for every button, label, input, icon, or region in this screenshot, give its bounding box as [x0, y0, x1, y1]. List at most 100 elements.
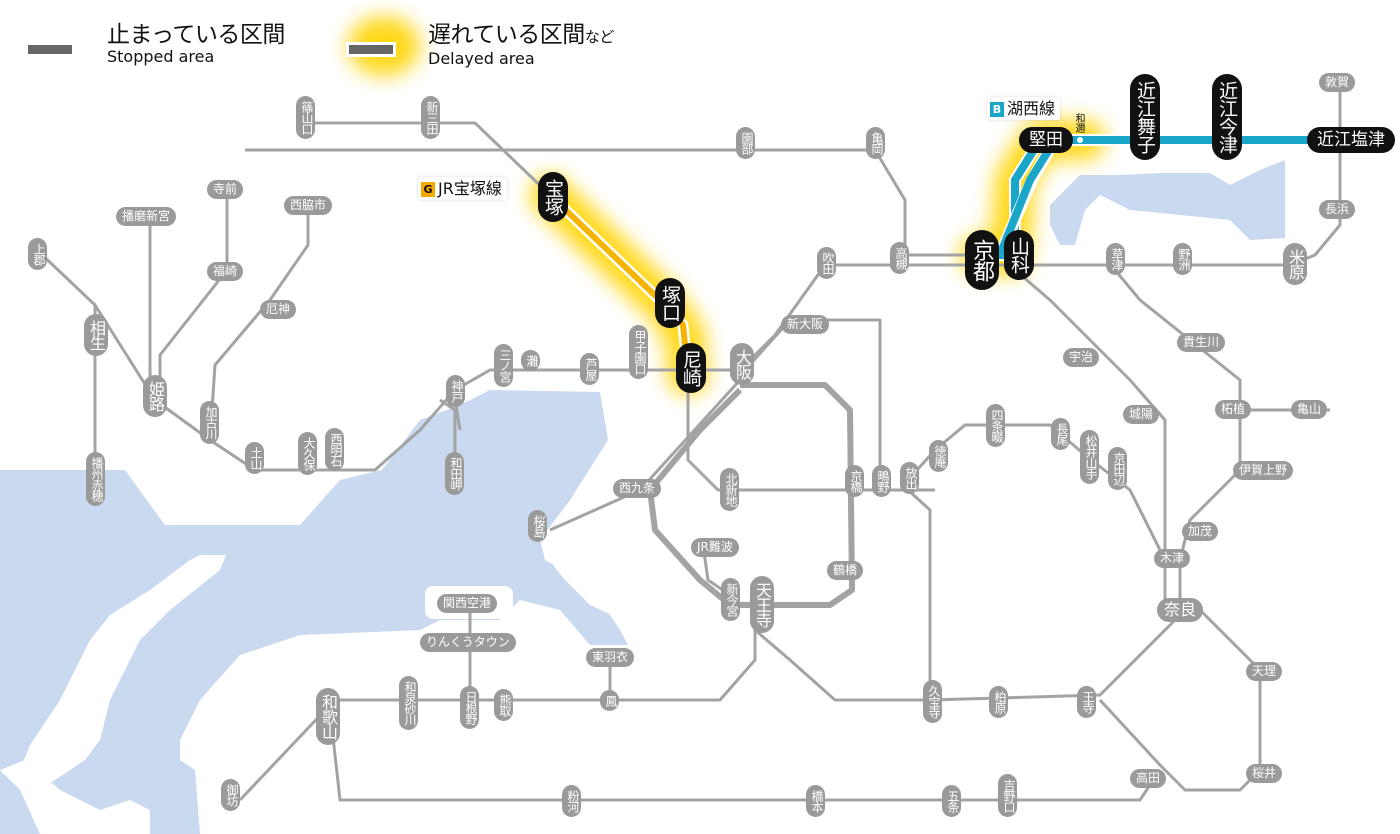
station-kakogawa[interactable]: 加古川	[200, 401, 219, 444]
station-shigino[interactable]: 鴫野	[872, 465, 891, 497]
station-nagao[interactable]: 長尾	[1051, 418, 1070, 450]
station-kyotanabe[interactable]: 京田辺	[1108, 447, 1127, 490]
legend-delayed-jp: 遅れている区間	[428, 22, 585, 48]
station-hanaten[interactable]: 放出	[900, 462, 919, 494]
station-kumatori[interactable]: 熊取	[494, 689, 513, 721]
legend-stopped-en: Stopped area	[107, 47, 215, 66]
station-tsukaguchi[interactable]: 塚口	[655, 278, 685, 328]
station-oji[interactable]: 王寺	[1077, 686, 1096, 718]
station-harimashingu[interactable]: 播磨新宮	[116, 207, 177, 226]
station-hineno[interactable]: 日根野	[460, 686, 479, 729]
station-wani[interactable]: 和邇	[1073, 113, 1084, 133]
station-banshuako[interactable]: 播州赤穂	[86, 452, 105, 506]
station-gobo[interactable]: 御坊	[221, 779, 240, 811]
station-nara[interactable]: 奈良	[1157, 598, 1204, 622]
station-fukusaki[interactable]: 福崎	[207, 262, 244, 281]
station-yakujin[interactable]: 厄神	[260, 300, 297, 319]
osaka-bay	[0, 390, 628, 834]
bay-island	[20, 555, 226, 790]
station-joyo[interactable]: 城陽	[1123, 405, 1160, 424]
station-tsuge[interactable]: 柘植	[1215, 400, 1252, 419]
station-hashimoto[interactable]: 橋本	[806, 785, 825, 817]
station-shinosaka[interactable]: 新大阪	[781, 315, 830, 334]
station-kokawa[interactable]: 粉河	[562, 785, 581, 817]
legend-stopped-swatch	[28, 45, 72, 54]
station-aioi[interactable]: 相生	[84, 314, 108, 356]
legend-stopped: 止まっている区間 Stopped area	[107, 22, 285, 66]
station-kameyama[interactable]: 亀山	[1291, 400, 1328, 419]
station-kizu[interactable]: 木津	[1154, 549, 1191, 568]
station-omimaiko[interactable]: 近江舞子	[1130, 74, 1160, 160]
station-wadamisaki[interactable]: 和田岬	[445, 452, 464, 495]
port-island	[553, 560, 625, 615]
station-yamashina[interactable]: 山科	[1004, 230, 1034, 280]
station-higashihagoromo[interactable]: 東羽衣	[586, 648, 635, 667]
station-tsuruga[interactable]: 敦賀	[1319, 73, 1356, 92]
station-kyobashi[interactable]: 京橋	[845, 465, 864, 497]
station-kamo[interactable]: 加茂	[1182, 522, 1219, 541]
station-kashiwara[interactable]: 柏原	[989, 686, 1008, 718]
station-otori[interactable]: 鳳	[600, 690, 619, 711]
station-izumisunagawa[interactable]: 和泉砂川	[399, 676, 418, 730]
station-kansaiairport[interactable]: 関西空港	[437, 594, 498, 613]
station-himeji[interactable]: 姫路	[143, 375, 167, 417]
station-jrnamba[interactable]: JR難波	[691, 538, 739, 557]
station-kyuhoji[interactable]: 久宝寺	[923, 680, 942, 723]
station-sannomiya[interactable]: 三ノ宮	[494, 344, 513, 387]
station-ashiya[interactable]: 芦屋	[580, 353, 599, 385]
station-nishikujo[interactable]: 西九条	[613, 479, 662, 498]
station-igaueno[interactable]: 伊賀上野	[1233, 461, 1294, 480]
station-sonobe[interactable]: 園部	[736, 127, 755, 159]
station-suita[interactable]: 吹田	[817, 247, 836, 279]
station-omiimazu[interactable]: 近江今津	[1212, 74, 1242, 160]
station-tokuan[interactable]: 徳庵	[929, 440, 948, 472]
station-sakurajima[interactable]: 桜島	[528, 510, 547, 542]
station-nishiakashi[interactable]: 西明石	[325, 428, 344, 471]
station-sasayamaguchi[interactable]: 篠山口	[296, 96, 315, 139]
station-tenri[interactable]: 天理	[1246, 662, 1283, 681]
station-tsuruhashi[interactable]: 鶴橋	[827, 561, 864, 580]
station-yoshinoguchi[interactable]: 吉野口	[998, 774, 1017, 817]
station-takatsuki[interactable]: 高槻	[890, 242, 909, 274]
station-koshienguchi[interactable]: 甲子園口	[629, 325, 648, 379]
station-uji[interactable]: 宇治	[1063, 348, 1100, 367]
station-nishiwakishi[interactable]: 西脇市	[284, 196, 333, 215]
station-kobe[interactable]: 神戸	[446, 375, 465, 407]
station-shinsanda[interactable]: 新三田	[421, 96, 440, 139]
legend-delayed-en: Delayed area	[428, 49, 535, 68]
station-wakayama[interactable]: 和歌山	[316, 688, 340, 745]
station-gojo[interactable]: 五条	[942, 785, 961, 817]
station-rinkutown[interactable]: りんくうタウン	[420, 633, 516, 652]
station-nagahama[interactable]: 長浜	[1319, 200, 1356, 219]
station-kamigori[interactable]: 上郡	[28, 238, 47, 270]
station-kitashinchi[interactable]: 北新地	[720, 468, 739, 511]
station-maibara[interactable]: 米原	[1283, 243, 1307, 285]
station-kibukawa[interactable]: 貴生川	[1177, 333, 1226, 352]
station-doyama[interactable]: 土山	[245, 442, 264, 474]
station-nada[interactable]: 灘	[521, 350, 540, 371]
station-shijonawate[interactable]: 四条畷	[986, 404, 1005, 447]
station-tennoji[interactable]: 天王寺	[750, 576, 774, 633]
station-matsuiyamate[interactable]: 松井山手	[1080, 430, 1099, 484]
station-kyoto[interactable]: 京都	[965, 230, 999, 290]
legend-stopped-jp: 止まっている区間	[107, 22, 285, 48]
station-omishiotsu[interactable]: 近江塩津	[1307, 127, 1395, 153]
station-okubo[interactable]: 大久保	[298, 432, 317, 475]
station-kameoka[interactable]: 亀岡	[866, 127, 885, 159]
station-sakurai[interactable]: 桜井	[1246, 764, 1283, 783]
station-takada[interactable]: 高田	[1130, 769, 1167, 788]
legend-delayed: 遅れている区間など Delayed area	[428, 22, 614, 68]
lake-biwa	[1050, 160, 1285, 245]
station-yasu[interactable]: 野洲	[1173, 243, 1192, 275]
station-katata[interactable]: 堅田	[1019, 127, 1073, 153]
station-takarazuka[interactable]: 宝塚	[538, 172, 568, 222]
station-kusatsu[interactable]: 草津	[1106, 243, 1125, 275]
water-bodies	[0, 160, 1285, 834]
station-terama[interactable]: 寺前	[207, 180, 244, 199]
station-shinimamiya[interactable]: 新今宮	[721, 578, 740, 621]
line-name: JR宝塚線	[438, 179, 502, 198]
station-osaka[interactable]: 大阪	[730, 343, 754, 385]
station-amagasaki[interactable]: 尼崎	[676, 343, 706, 393]
